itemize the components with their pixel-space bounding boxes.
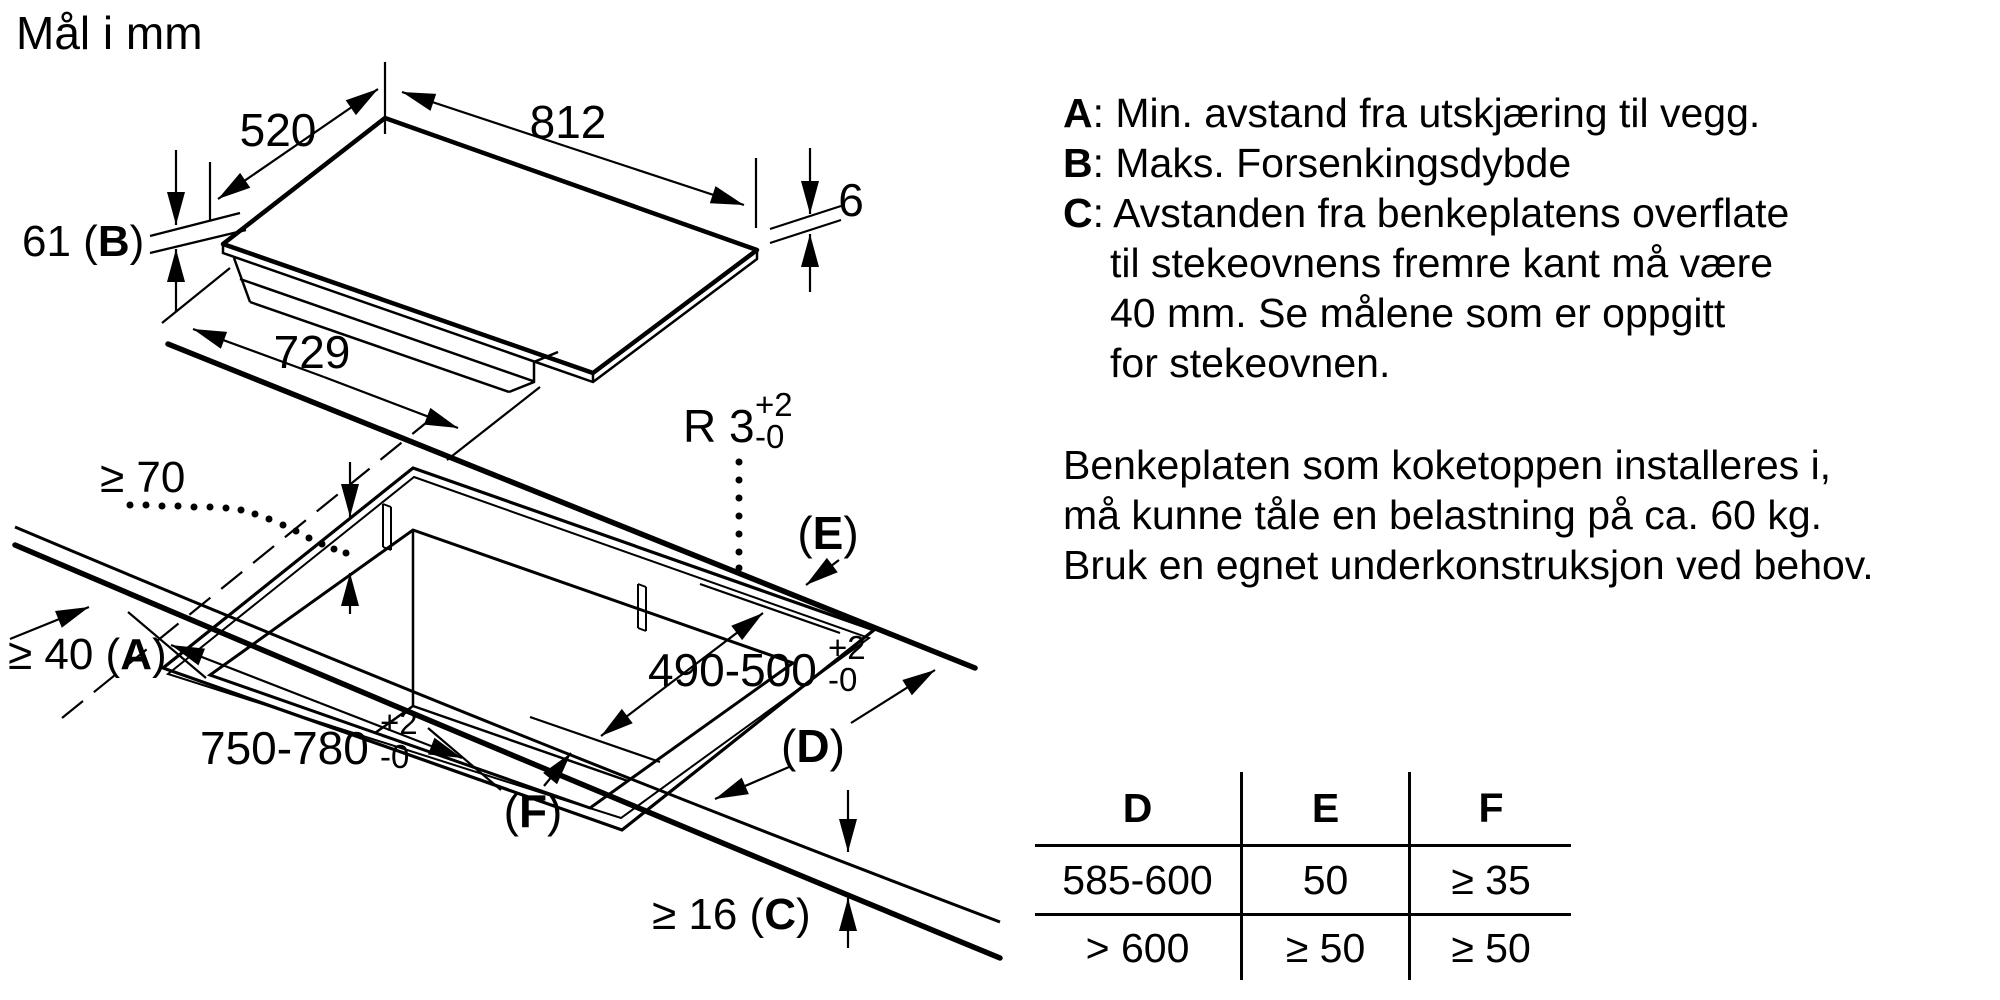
dim-width-sup: +2: [380, 704, 418, 741]
note-line-3: Bruk en egnet underkonstruksjon ved beho…: [1063, 542, 1874, 588]
cutout-outer-rim: [159, 466, 878, 832]
table-header-e: E: [1241, 772, 1411, 847]
table-row: 585-600 50 ≥ 35: [1035, 845, 1571, 916]
dim-depth-sup: +2: [828, 629, 866, 666]
cutout-recess-rim: [165, 475, 872, 820]
table-header-row: D E F: [1035, 772, 1571, 847]
dim-812-label: 812: [530, 96, 607, 148]
hob-top-view: 520 812 6 61 (B) 72: [22, 62, 864, 461]
cutout-hole-rim: [206, 528, 797, 810]
table-cell: 50: [1241, 845, 1411, 916]
dim-depth-lines: [529, 582, 841, 764]
dim-radius-sub: -0: [755, 418, 784, 455]
dim-6-label: 6: [838, 174, 864, 226]
worktop-cutout-view: R 3 +2 -0 ≥ 70 ≥ 40 (A): [8, 341, 1003, 961]
table-header-d: D: [1035, 772, 1243, 847]
def-dimension-table: D E F 585-600 50 ≥ 35 > 600 ≥ 50 ≥ 50: [1035, 772, 1571, 980]
dim-729-label: 729: [274, 326, 351, 378]
table-cell: 585-600: [1035, 845, 1243, 916]
dim-depth-sub: -0: [828, 661, 857, 698]
table-cell: ≥ 50: [1241, 914, 1411, 980]
dim-61B-label: 61 (B): [22, 217, 144, 266]
label-D: (D): [781, 720, 845, 772]
dim-width-sub: -0: [380, 738, 409, 775]
hob-base: [232, 257, 559, 394]
label-F: (F): [504, 785, 563, 837]
note-line-1: Benkeplaten som koketoppen installeres i…: [1063, 442, 1832, 488]
table-cell: ≥ 50: [1451, 924, 1531, 971]
label-E-arrow: [805, 557, 840, 586]
dim-radius-sup: +2: [755, 386, 793, 423]
radius-dotted-leader: [735, 458, 743, 572]
dim-width-lines: [127, 611, 502, 791]
table-cell: > 600: [1035, 914, 1243, 980]
table-header-f: F: [1409, 772, 1571, 847]
dim-520-label: 520: [240, 104, 317, 156]
cutout-hole-depth-lines: [374, 530, 629, 783]
dim-61B: [149, 150, 247, 312]
dim-min70-label: ≥ 70: [100, 453, 185, 502]
label-E: (E): [797, 507, 858, 559]
label-D-arrows: [714, 669, 936, 801]
legend-line-a: A: Min. avstand fra utskjæring til vegg.: [1063, 90, 1761, 136]
legend-line-b: B: Maks. Forsenkingsdybde: [1063, 140, 1572, 186]
table-row: > 600 ≥ 50 ≥ 50: [1035, 914, 1571, 980]
page-title: Mål i mm: [16, 7, 203, 59]
worktop-back-edge: [165, 341, 978, 671]
dim-thickness-label: ≥ 16 (C): [652, 890, 811, 939]
legend-line-c3: 40 mm. Se målene som er oppgitt: [1110, 290, 1726, 336]
note-line-2: må kunne tåle en belastning på ca. 60 kg…: [1063, 492, 1823, 538]
label-F-arrow: [543, 752, 572, 787]
mounting-bracket-right: [637, 583, 647, 632]
dim-depth-label: 490-500: [648, 644, 817, 696]
legend-line-c4: for stekeovnen.: [1110, 340, 1391, 386]
mounting-bracket-left: [382, 503, 392, 551]
table-cell: ≥ 35: [1409, 845, 1571, 916]
legend-line-c2: til stekeovnens fremre kant må være: [1110, 240, 1774, 286]
legend-line-c: C: Avstanden fra benkeplatens overflate: [1063, 190, 1790, 236]
dim-812: [401, 90, 758, 228]
worktop-front-bottom-edge: [12, 542, 1003, 961]
dim-729: [161, 267, 541, 461]
dim-6: [769, 148, 842, 292]
dim-radius-label: R 3: [683, 400, 755, 452]
dim-minA-label: ≥ 40 (A): [8, 630, 167, 679]
dim-520: [208, 62, 387, 220]
min70-dotted-leader: [126, 501, 350, 557]
legend-block: A: Min. avstand fra utskjæring til vegg.…: [1063, 88, 1789, 388]
minA-arrow: [9, 605, 90, 641]
load-note: Benkeplaten som koketoppen installeres i…: [1063, 440, 1874, 590]
worktop-front-top-edge: [14, 525, 1001, 924]
dim-width-label: 750-780: [200, 722, 369, 774]
installation-diagram: 520 812 6 61 (B) 72: [8, 62, 1003, 961]
